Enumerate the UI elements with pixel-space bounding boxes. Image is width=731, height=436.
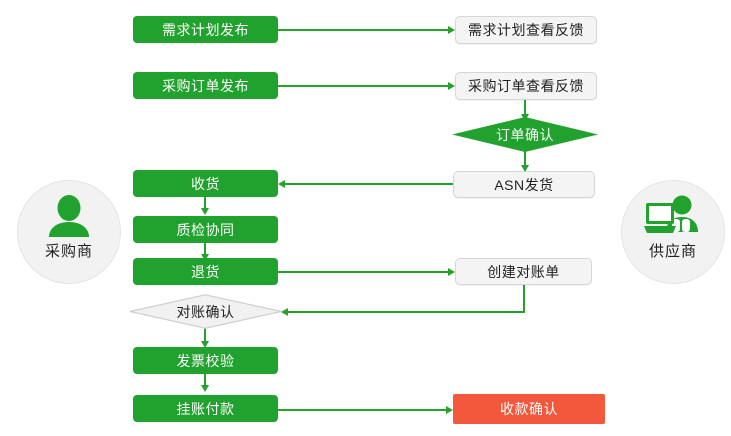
node-po-publish[interactable]: 采购订单发布 [133, 72, 278, 99]
arrowhead-payment-posting [201, 385, 209, 392]
node-goods-receipt[interactable]: 收货 [133, 170, 278, 197]
arrowhead-po-feedback [448, 82, 455, 90]
arrowhead-invoice-verify [201, 341, 209, 348]
node-receipt-confirm-label: 收款确认 [500, 401, 558, 417]
node-return-goods-label: 退货 [191, 263, 220, 280]
node-quality-collab-label: 质检协同 [176, 221, 235, 238]
edge-demand-plan-publish-to-feedback [277, 29, 449, 31]
node-goods-receipt-label: 收货 [191, 175, 220, 192]
node-demand-plan-feedback[interactable]: 需求计划查看反馈 [455, 16, 597, 44]
edge-po-publish-to-feedback [277, 85, 449, 87]
node-statement-confirm-label: 对账确认 [176, 303, 235, 320]
arrowhead-statement-confirm [281, 308, 288, 316]
node-create-statement-label: 创建对账单 [487, 263, 560, 280]
edge-po-feedback-to-order-confirm [524, 100, 526, 121]
node-po-feedback-label: 采购订单查看反馈 [468, 78, 584, 94]
arrowhead-demand-feedback [448, 26, 455, 34]
user-icon [18, 195, 120, 239]
user-computer-icon [622, 195, 724, 239]
node-invoice-verify-label: 发票校验 [176, 352, 235, 369]
arrowhead-goods-receipt [278, 180, 285, 188]
actor-supplier-label: 供应商 [648, 243, 697, 260]
edge-quality-to-return [204, 243, 206, 259]
actor-buyer-label: 采购商 [44, 243, 93, 260]
edge-payment-to-receipt-confirm [277, 409, 447, 411]
arrowhead-receipt-confirm [446, 406, 453, 414]
edge-invoice-to-payment [204, 374, 206, 390]
node-order-confirm-label: 订单确认 [496, 126, 554, 143]
node-payment-posting-label: 挂账付款 [176, 400, 235, 417]
edge-order-confirm-to-asn [524, 150, 526, 172]
edge-return-to-create-statement [277, 271, 449, 273]
node-invoice-verify[interactable]: 发票校验 [133, 347, 278, 374]
edge-create-statement-down [523, 285, 525, 313]
node-statement-confirm[interactable]: 对账确认 [129, 294, 282, 329]
node-asn-shipment[interactable]: ASN发货 [453, 171, 595, 198]
node-po-publish-label: 采购订单发布 [162, 77, 249, 94]
node-receipt-confirm[interactable]: 收款确认 [453, 394, 605, 424]
edge-create-statement-to-confirm [288, 311, 525, 313]
arrowhead-quality-collab [201, 208, 209, 215]
arrowhead-return-goods [201, 254, 209, 261]
node-order-confirm[interactable]: 订单确认 [452, 117, 598, 152]
node-demand-plan-feedback-label: 需求计划查看反馈 [468, 22, 584, 38]
actor-supplier[interactable]: 供应商 [621, 180, 725, 284]
node-asn-shipment-label: ASN发货 [494, 176, 554, 193]
edge-goods-receipt-to-quality [204, 197, 206, 213]
node-create-statement[interactable]: 创建对账单 [455, 258, 592, 285]
edge-asn-to-goods-receipt [284, 183, 453, 185]
actor-buyer[interactable]: 采购商 [17, 180, 121, 284]
arrowhead-create-statement [448, 268, 455, 276]
node-po-feedback[interactable]: 采购订单查看反馈 [455, 72, 597, 100]
node-return-goods[interactable]: 退货 [133, 258, 278, 285]
node-demand-plan-publish-label: 需求计划发布 [162, 21, 249, 38]
node-demand-plan-publish[interactable]: 需求计划发布 [133, 16, 278, 43]
node-payment-posting[interactable]: 挂账付款 [133, 395, 278, 422]
node-quality-collab[interactable]: 质检协同 [133, 216, 278, 243]
edge-statement-confirm-to-invoice [204, 328, 206, 346]
arrowhead-asn [521, 165, 529, 172]
